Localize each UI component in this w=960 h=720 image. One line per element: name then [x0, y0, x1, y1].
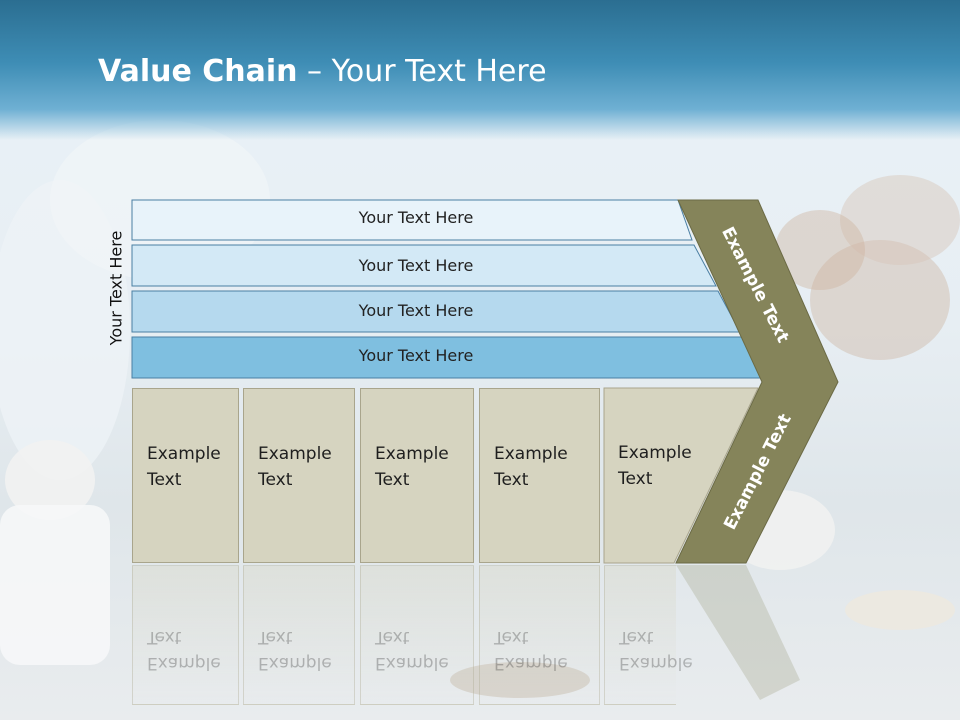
header-band: [0, 0, 960, 140]
box-1-line1: Example: [147, 444, 221, 464]
box-1-line2: Text: [147, 470, 182, 490]
title-bold: Value Chain: [98, 54, 298, 89]
bar-4-label: Your Text Here: [358, 346, 474, 365]
side-label: Your Text Here: [106, 230, 126, 346]
bar-1-label: Your Text Here: [358, 208, 474, 227]
chevron-reflection: [676, 565, 800, 700]
box-4-line2: Text: [494, 470, 529, 490]
last-box-slant: [603, 387, 759, 564]
slide-title: Value Chain – Your Text Here: [98, 54, 547, 89]
title-rest: – Your Text Here: [297, 54, 547, 89]
bar-3-label: Your Text Here: [358, 301, 474, 320]
box-4-line1: Example: [494, 444, 568, 464]
bar-1: [131, 199, 693, 241]
chevron: [675, 199, 839, 564]
box-5-line1: Example: [618, 443, 692, 463]
bar-2: [131, 244, 717, 287]
bar-2-label: Your Text Here: [358, 256, 474, 275]
box-2-line2: Text: [258, 470, 293, 490]
box-5-line2: Text: [618, 469, 653, 489]
box-3-line2: Text: [375, 470, 410, 490]
box-3-line1: Example: [375, 444, 449, 464]
box-2-line1: Example: [258, 444, 332, 464]
